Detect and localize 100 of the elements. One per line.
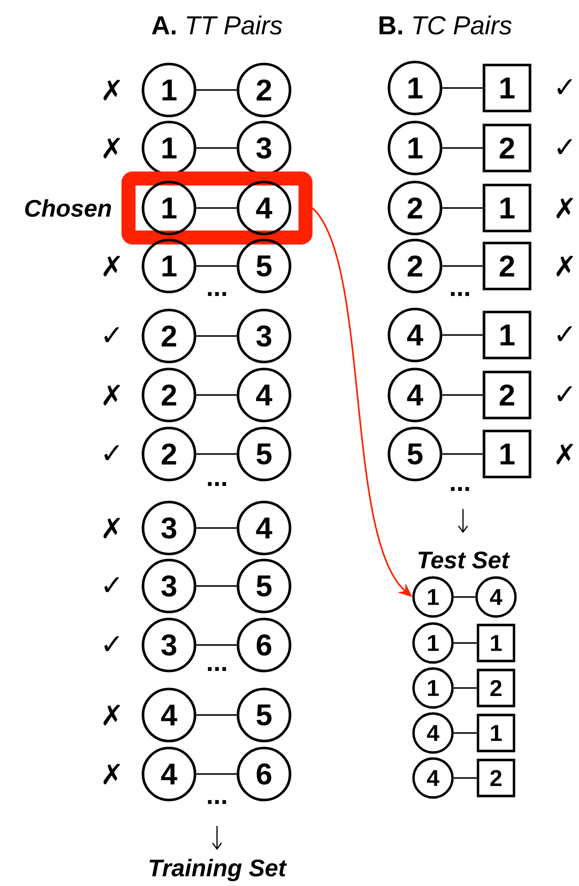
connector-line [196,394,237,396]
square-node: 1 [476,714,516,752]
connector-line [442,394,483,396]
circle-node: 2 [142,308,196,364]
connector-line [196,453,237,455]
circle-node: 3 [142,558,196,614]
circle-node: 6 [236,618,292,672]
circle-node: 5 [236,688,292,742]
result-mark: ✗ [104,256,120,276]
result-mark: ✓ [557,139,572,154]
square-node: 1 [476,624,516,662]
square-node: 2 [482,242,532,290]
circle-node: 3 [142,618,196,672]
set-title: Test Set [418,552,510,568]
connector-line [196,265,237,267]
connector-line [196,89,237,91]
connector-line [454,732,477,734]
result-mark: ✗ [104,138,120,158]
connector-line [454,596,476,598]
circle-node: 4 [388,308,442,362]
result-mark: ✓ [104,636,119,652]
square-node: 1 [482,310,532,360]
circle-node: 5 [236,238,292,294]
circle-node: 5 [236,558,292,614]
circle-node: 4 [412,757,454,799]
circle-node: 1 [142,120,196,176]
ellipsis: ... [208,800,226,804]
square-node: 1 [482,64,532,112]
circle-node: 3 [236,120,292,176]
square-node: 2 [482,370,532,420]
circle-node: 4 [142,746,196,802]
ellipsis: ... [450,292,470,296]
circle-node: 1 [388,60,442,116]
node-label: Chosen [25,199,111,217]
result-mark: ✗ [556,198,573,218]
circle-node: 3 [142,500,196,556]
connector-line [454,777,477,779]
connector-line [196,527,237,529]
square-node: 2 [476,668,516,708]
connector-line [442,334,483,336]
result-mark: ✗ [104,704,120,726]
circle-node: 1 [412,667,454,709]
result-mark: ✗ [104,80,120,100]
circle-node: 4 [142,688,196,742]
circle-node: 4 [388,368,442,422]
circle-node: 5 [236,426,292,482]
circle-node: 1 [142,238,196,294]
circle-node: 4 [236,500,292,556]
panel-title: A. TT Pairs [152,15,282,35]
panel-title: B. TC Pairs [380,15,512,35]
square-node: 1 [482,184,532,232]
circle-node: 4 [236,368,292,422]
circle-node: 6 [236,746,292,802]
result-mark: ✓ [104,445,119,460]
connector-line [442,265,483,267]
connector-line [442,207,483,209]
circle-node: 5 [388,426,442,482]
square-node: 1 [482,430,532,478]
result-mark: ✓ [557,386,572,402]
connector-line [442,87,483,89]
circle-node: 1 [412,576,454,618]
connector-line [196,207,237,209]
ellipsis: ... [450,487,470,491]
circle-node: 4 [412,712,454,754]
set-title: Training Set [150,858,287,882]
result-mark: ✗ [104,384,120,406]
result-mark: ✓ [557,79,572,94]
circle-node: 2 [388,180,442,236]
result-mark: ✗ [104,518,120,538]
connector-line [196,644,237,646]
square-node: 2 [482,124,532,172]
ellipsis: ... [208,482,226,486]
square-node: 2 [476,758,516,798]
result-mark: ✓ [104,577,119,592]
circle-node: 1 [412,622,454,664]
circle-node: 4 [475,576,517,618]
result-mark: ✗ [556,256,573,276]
circle-node: 3 [236,308,292,364]
circle-node: 2 [142,368,196,422]
connector-line [442,147,483,149]
circle-node: 1 [142,62,196,118]
circle-node: 2 [388,238,442,294]
connector-line [196,147,237,149]
circle-node: 4 [236,180,292,236]
connector-line [442,453,483,455]
connector-line [196,773,237,775]
result-mark: ✓ [557,326,572,342]
result-mark: ✗ [556,444,573,464]
ellipsis: ... [208,292,226,296]
result-mark: ✓ [104,327,119,342]
circle-node: 1 [142,180,196,236]
connector-line [454,642,477,644]
connector-line [454,687,477,689]
connector-line [196,585,237,587]
result-mark: ✗ [104,764,120,784]
connector-line [196,714,237,716]
circle-node: 1 [388,120,442,176]
circle-node: 2 [236,62,292,118]
ellipsis: ... [208,667,226,671]
circle-node: 2 [142,426,196,482]
